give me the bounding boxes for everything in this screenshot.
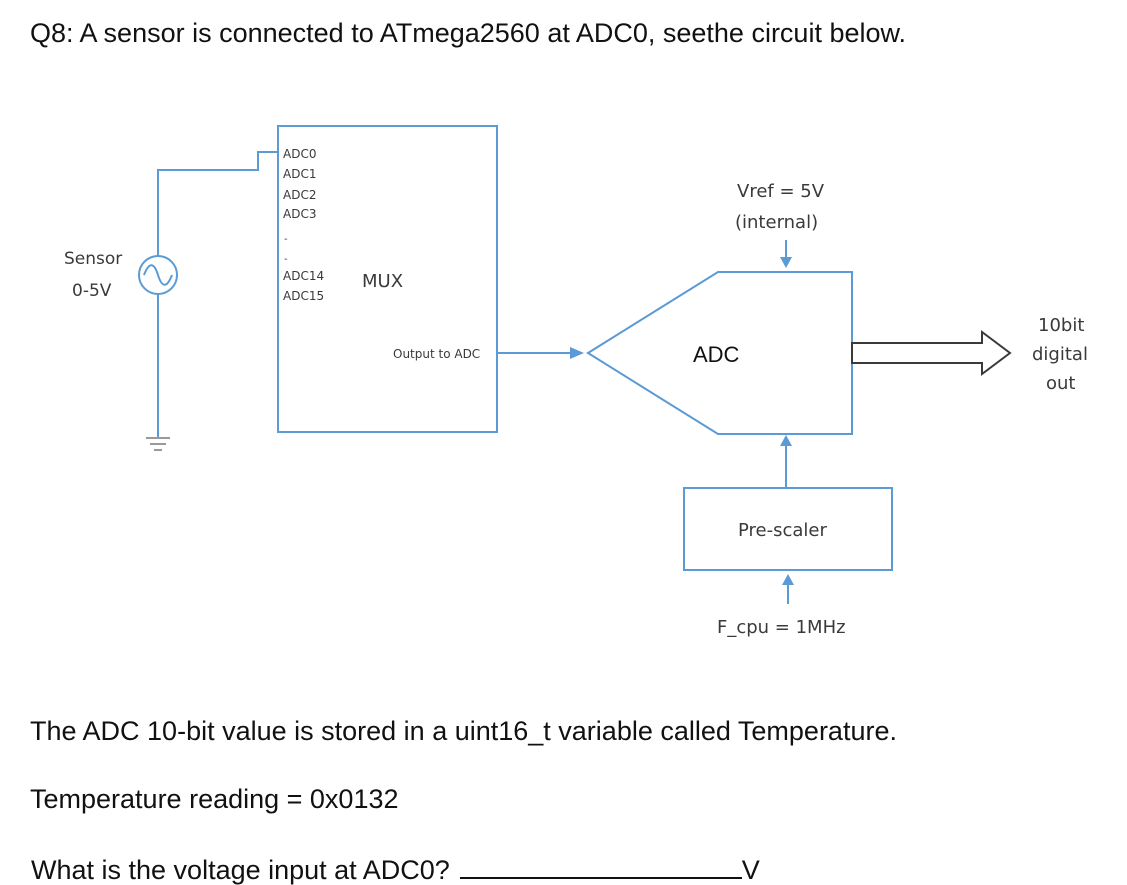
mux-box — [277, 125, 498, 433]
question-title: Q8: A sensor is connected to ATmega2560 … — [30, 18, 907, 48]
output-label-line1: 10bit — [1038, 315, 1084, 336]
mux-input-adc2: ADC2 — [283, 188, 316, 202]
mux-input-adc3: ADC3 — [283, 207, 316, 221]
sensor-to-adc0-wire — [157, 151, 278, 256]
prescaler-label: Pre-scaler — [738, 520, 827, 541]
prescaler-block: Pre-scaler F_cpu = 1MHz — [683, 435, 893, 638]
fcpu-label: F_cpu = 1MHz — [717, 617, 846, 638]
arrow-down-icon — [780, 257, 792, 268]
temperature-reading: Temperature reading = 0x0132 — [30, 784, 399, 814]
mux-block: ADC0 ADC1 ADC2 ADC3 - - ADC14 ADC15 MUX … — [277, 125, 498, 433]
vref-internal-label: (internal) — [735, 212, 818, 233]
sensor-source: Sensor 0-5V — [64, 151, 278, 451]
output-label-line3: out — [1046, 373, 1075, 394]
arrow-up-icon — [782, 574, 794, 585]
prescaler-box — [683, 487, 893, 571]
sensor-range-label: 0-5V — [72, 281, 112, 301]
mux-input-adc15: ADC15 — [283, 289, 324, 303]
ground-icon — [146, 437, 170, 451]
adc-block: ADC — [586, 271, 853, 435]
mux-input-ellipsis-1: - — [284, 234, 288, 245]
vref-label: Vref = 5V — [737, 181, 825, 202]
sensor-label: Sensor — [64, 249, 122, 269]
mux-input-adc14: ADC14 — [283, 269, 324, 283]
arrow-up-icon — [780, 435, 792, 446]
circuit-diagram: Sensor 0-5V ADC0 ADC1 ADC2 ADC3 - - ADC1… — [64, 125, 1088, 638]
adc-label: ADC — [693, 342, 740, 367]
mux-input-adc0: ADC0 — [283, 147, 316, 161]
question-prompt: What is the voltage input at ADC0? — [31, 855, 450, 885]
mux-input-adc1: ADC1 — [283, 167, 316, 181]
question-statement: The ADC 10-bit value is stored in a uint… — [30, 716, 897, 746]
mux-output-label: Output to ADC — [393, 347, 480, 361]
mux-input-ellipsis-2: - — [284, 254, 288, 265]
answer-blank[interactable] — [459, 853, 742, 879]
answer-unit: V — [741, 855, 760, 885]
arrow-right-icon — [570, 347, 584, 359]
sine-wave-icon — [143, 264, 173, 286]
vref-input: Vref = 5V (internal) — [735, 181, 825, 268]
output-label-line2: digital — [1032, 344, 1088, 365]
digital-output: 10bit digital out — [851, 315, 1088, 394]
output-block-arrow-icon — [851, 330, 1012, 376]
mux-label: MUX — [362, 271, 403, 292]
question-prompt-line: What is the voltage input at ADC0? V — [31, 853, 760, 884]
mux-to-adc-wire — [497, 347, 584, 359]
